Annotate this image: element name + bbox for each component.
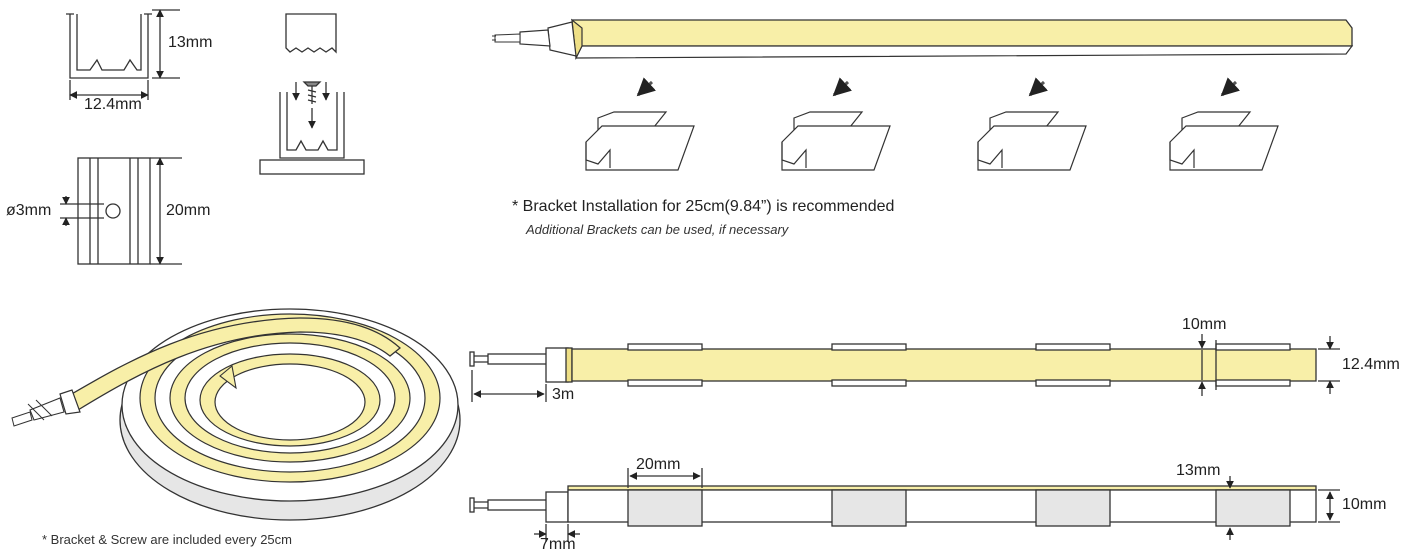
- cable-length-label: 3m: [552, 386, 575, 403]
- bracket-installation-subnote: Additional Brackets can be used, if nece…: [526, 222, 789, 237]
- strip-perspective: [492, 18, 1354, 61]
- strip-height-label: 10mm: [1342, 496, 1387, 513]
- bracket-4: [1169, 77, 1279, 171]
- coil-note: * Bracket & Screw are included every 25c…: [42, 532, 292, 547]
- bracket-3: [977, 77, 1087, 171]
- profile-height-label: 13mm: [168, 34, 213, 51]
- gap-label: 10mm: [1182, 316, 1227, 333]
- profile-length-label: 20mm: [166, 202, 211, 219]
- coiled-strip: [11, 308, 461, 521]
- bracket-1: [585, 77, 695, 171]
- side-view-strip: [469, 468, 1340, 542]
- bracket-width-label: 20mm: [636, 456, 681, 473]
- bracket-2: [781, 77, 891, 171]
- bracket-offset-label: 13mm: [1176, 462, 1221, 479]
- bracket-installation-note: * Bracket Installation for 25cm(9.84”) i…: [512, 198, 895, 215]
- end-cap-label: 7mm: [540, 536, 576, 553]
- profile-cross-section: [66, 9, 180, 100]
- profile-side-view: [60, 157, 182, 265]
- profile-width-label: 12.4mm: [84, 96, 142, 113]
- hole-diameter-label: ø3mm: [6, 202, 52, 219]
- mounting-detail: [259, 13, 365, 175]
- strip-width-label: 12.4mm: [1342, 356, 1400, 373]
- front-view-strip: [469, 334, 1340, 402]
- bracket-row: [585, 77, 1279, 171]
